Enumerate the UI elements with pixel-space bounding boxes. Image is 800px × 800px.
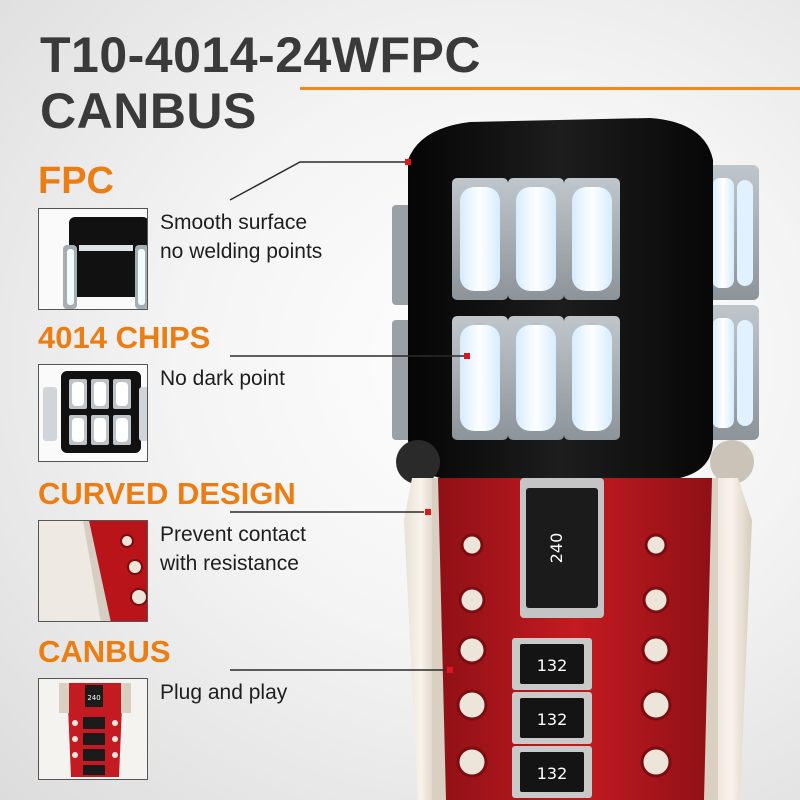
feature-heading-fpc: FPC [38, 160, 114, 202]
chips-thumbnail [38, 364, 148, 462]
feature-heading-4014-chips: 4014 CHIPS [38, 320, 211, 355]
product-title-line-2: CANBUS [40, 83, 257, 139]
small-resistor-label-1: 132 [537, 656, 568, 675]
title-underline [300, 87, 800, 90]
fpc-thumbnail [38, 208, 148, 310]
feature-curved-line-1: Prevent contact [160, 523, 306, 546]
small-resistor-label-2: 132 [537, 710, 568, 729]
thumbnail-resistor-label: 240 [87, 694, 100, 702]
feature-canbus-line-1: Plug and play [160, 681, 288, 704]
callout-leader-lines [229, 161, 466, 671]
curved-design-thumbnail [38, 520, 148, 622]
callout-pointer-dots [405, 159, 470, 673]
board-through-holes [456, 533, 672, 778]
side-chip-column-right [703, 165, 759, 440]
small-resistor-label-3: 132 [537, 764, 568, 783]
canbus-thumbnail: 240 [38, 678, 148, 780]
feature-heading-curved-design: CURVED DESIGN [38, 476, 296, 511]
front-led-chips [452, 178, 620, 440]
feature-chips-line-1: No dark point [160, 367, 285, 390]
feature-curved-description: Prevent contact with resistance [160, 520, 306, 578]
feature-fpc-line-1: Smooth surface [160, 211, 308, 234]
feature-chips-description: No dark point [160, 364, 285, 393]
feature-canbus-description: Plug and play [160, 678, 287, 707]
feature-curved-line-2: with resistance [160, 552, 299, 575]
feature-fpc-description: Smooth surface no welding points [160, 208, 322, 266]
feature-heading-canbus: CANBUS [38, 634, 171, 669]
feature-fpc-line-2: no welding points [160, 240, 323, 263]
product-title-line-1: T10-4014-24WFPC [40, 27, 481, 83]
main-resistor-label: 240 [547, 533, 566, 564]
small-resistors: 132 132 132 [512, 638, 592, 798]
